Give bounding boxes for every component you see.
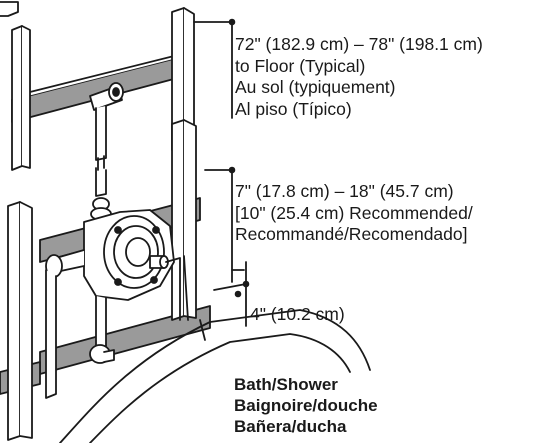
dimension-line-middle xyxy=(204,166,236,283)
dimension-top-line-2: to Floor (Typical) xyxy=(235,55,366,76)
stud-left-lower-face xyxy=(19,201,33,439)
dimension-label-middle: 7" (17.8 cm) – 18" (45.7 cm) [10" (25.4 … xyxy=(235,181,473,246)
dimension-top-line-4: Al piso (Típico) xyxy=(235,98,352,119)
tub-spout-pipe-icon xyxy=(89,295,115,364)
stud-right-middle-face xyxy=(183,119,197,319)
stud-right-middle xyxy=(171,119,185,321)
application-line-1: Bath/Shower xyxy=(234,375,338,394)
dimension-label-bottom: 4" (10.2 cm) xyxy=(250,304,345,326)
stud-fragment-top xyxy=(0,1,19,17)
stud-left-lower xyxy=(7,201,21,441)
dimension-middle-line-3: Recommandé/Recomendado] xyxy=(235,224,468,244)
shower-elbow-icon xyxy=(89,82,124,111)
inlet-pipe-left-icon xyxy=(45,249,85,399)
tub-outline-icon xyxy=(59,309,371,443)
inlet-pipe-right-icon xyxy=(165,255,189,321)
supply-pipe-icon xyxy=(90,105,112,221)
stud-left-upper xyxy=(11,25,23,171)
dimension-middle-line-2: [10" (25.4 cm) Recommended/ xyxy=(235,202,473,223)
dimension-top-line-3: Au sol (typiquement) xyxy=(235,77,396,97)
dimension-middle-line-1: 7" (17.8 cm) – 18" (45.7 cm) xyxy=(235,181,454,201)
dimension-top-line-1: 72" (182.9 cm) – 78" (198.1 cm) xyxy=(235,34,483,54)
application-line-3: Bañera/ducha xyxy=(234,417,347,436)
application-line-2: Baignoire/douche xyxy=(234,396,378,415)
dimension-line-bottom xyxy=(213,261,250,327)
dimension-bottom-line: 4" (10.2 cm) xyxy=(250,304,345,324)
dimension-label-top: 72" (182.9 cm) – 78" (198.1 cm) to Floor… xyxy=(235,34,483,120)
dimension-line-top xyxy=(193,18,236,119)
stud-left-upper-face xyxy=(21,25,31,169)
valve-body-icon xyxy=(83,209,175,301)
application-label: Bath/Shower Baignoire/douche Bañera/duch… xyxy=(234,374,378,437)
